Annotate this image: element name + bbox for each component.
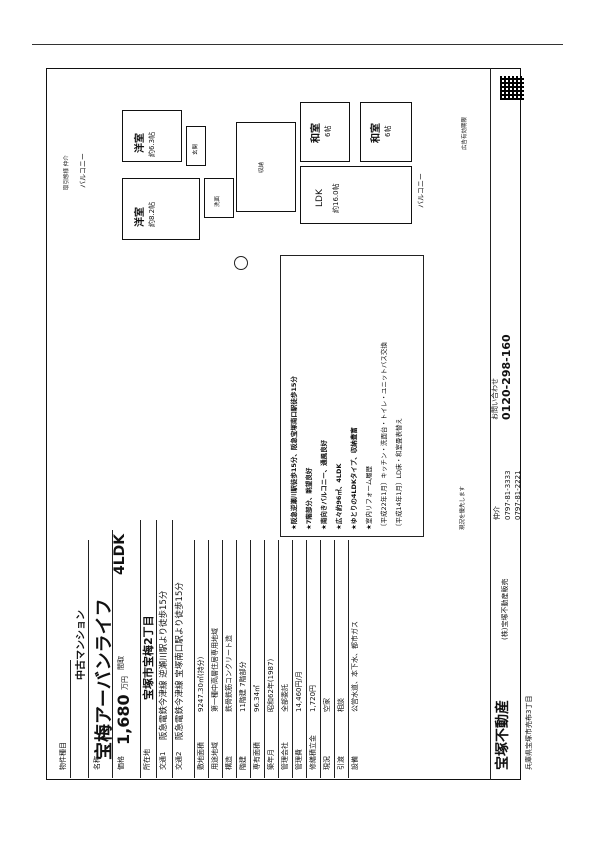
category-label: 物件種目 bbox=[59, 742, 67, 770]
ad-expiry-tag: 広告有効期限 bbox=[462, 116, 468, 150]
company-block bbox=[490, 68, 531, 780]
spec-row-divider bbox=[348, 540, 349, 778]
company-license: (株)宝塚不動産販売 bbox=[501, 578, 509, 640]
spec-value: 昭和62年(1987) bbox=[267, 658, 275, 712]
spec-label: 専有面積 bbox=[253, 742, 261, 770]
feature-item: ★7階部分、眺望良好 bbox=[305, 467, 313, 530]
spec-label: 現況 bbox=[323, 756, 331, 770]
spec-row-divider bbox=[222, 540, 223, 778]
compass-icon bbox=[234, 256, 248, 270]
company-fax: 0797-81-2221 bbox=[514, 470, 522, 520]
property-name: 宝梅アーバンライフ bbox=[94, 598, 115, 760]
trade-tag: 取引態様 仲介 bbox=[64, 155, 70, 190]
corridor: 収納 bbox=[236, 122, 296, 212]
type-label: 中古マンション bbox=[76, 610, 87, 680]
balcony-left-label: バルコニー bbox=[79, 153, 87, 188]
spec-label: 階建 bbox=[239, 756, 247, 770]
wash-label: 洗面 bbox=[215, 195, 221, 207]
contact-label: お問い合わせ bbox=[491, 378, 499, 420]
feature-item: ★ゆとりの4LDKタイプ、収納豊富 bbox=[350, 427, 358, 530]
company-address: 兵庫県宝塚市売布3丁目 bbox=[525, 695, 533, 770]
free-dial: 0120-298-160 bbox=[500, 334, 513, 420]
layout-value: 4LDK bbox=[112, 533, 128, 575]
company-name: 宝塚不動産 bbox=[495, 700, 511, 770]
spec-label: 管理会社 bbox=[281, 742, 289, 770]
spec-label: 設備 bbox=[351, 756, 359, 770]
price-unit: 万円 bbox=[121, 676, 129, 690]
spec-row-divider bbox=[194, 540, 195, 778]
spec-value: 第一種中高層住居専用地域 bbox=[211, 628, 219, 712]
top-rule bbox=[32, 44, 563, 45]
spec-row-divider bbox=[334, 540, 335, 778]
footer-note: 現況を優先します bbox=[460, 485, 466, 530]
price-value: 1,680 bbox=[114, 694, 133, 745]
spec-label: 敷地面積 bbox=[197, 742, 205, 770]
feature-item: ★阪急逆瀬川駅徒歩15分、阪急宝塚南口駅徒歩15分 bbox=[290, 376, 298, 530]
feature-item: ★室内リフォーム履歴 bbox=[365, 465, 373, 530]
trade-mode: 仲介 bbox=[493, 506, 501, 520]
feature-item: 〔平成14年1月〕LD床・和室畳表替え bbox=[395, 417, 403, 530]
qr-code-icon bbox=[500, 76, 524, 100]
address-value: 宝塚市宝梅2丁目 bbox=[142, 615, 155, 700]
room-yoshitsu-2-size: 約8.2帖 bbox=[148, 201, 156, 227]
traffic1-label: 交通1 bbox=[159, 751, 167, 770]
room-washitsu-1-size: 6帖 bbox=[324, 125, 332, 137]
spec-row-divider bbox=[278, 540, 279, 778]
room-washitsu-2-size: 6帖 bbox=[384, 125, 392, 137]
spec-row-divider bbox=[306, 540, 307, 778]
traffic2-label: 交通2 bbox=[175, 751, 183, 770]
spec-row-divider bbox=[250, 540, 251, 778]
room-yoshitsu-2: 洋室 約8.2帖 bbox=[122, 178, 200, 240]
spec-value: 相談 bbox=[337, 698, 345, 712]
spec-label: 築年月 bbox=[267, 749, 275, 770]
spec-value: 鉄骨鉄筋コンクリート造 bbox=[225, 635, 233, 712]
room-washitsu-1: 和室 6帖 bbox=[300, 102, 350, 162]
spec-value: 9247.30㎡(持分) bbox=[197, 656, 205, 712]
room-washitsu-2: 和室 6帖 bbox=[360, 102, 412, 162]
spec-value: 11階建 7階部分 bbox=[239, 661, 247, 712]
spec-value: 96.34㎡ bbox=[253, 684, 261, 712]
feature-item: ★広々約96㎡、4LDK bbox=[335, 463, 343, 530]
spec-value: 公営水道、本下水、都市ガス bbox=[351, 621, 359, 712]
balcony-right-label: バルコニー bbox=[417, 173, 425, 208]
room-ldk: LDK 約16.0帖 bbox=[300, 166, 412, 224]
room-ldk-size: 約16.0帖 bbox=[332, 183, 340, 213]
room-ldk-label: LDK bbox=[315, 189, 325, 207]
storage-label: 収納 bbox=[259, 161, 265, 173]
spec-row-divider bbox=[208, 540, 209, 778]
location-label: 所在地 bbox=[143, 749, 151, 770]
spec-value: 空家 bbox=[323, 698, 331, 712]
spec-row-divider bbox=[320, 540, 321, 778]
spec-value: 1,720円 bbox=[309, 684, 317, 712]
room-washitsu-1-label: 和室 bbox=[311, 123, 322, 143]
spec-row-divider bbox=[264, 540, 265, 778]
room-yoshitsu-1-label: 洋室 bbox=[135, 133, 146, 153]
spec-value: 全部委託 bbox=[281, 684, 289, 712]
access2: 阪急電鉄今津線 宝塚南口駅より徒歩15分 bbox=[175, 582, 185, 740]
entrance-label: 玄関 bbox=[193, 143, 199, 155]
feature-item: 〔平成22年1月〕キッチン・洗面台・トイレ・ユニットバス交換 bbox=[380, 342, 388, 530]
flyer-sheet bbox=[46, 68, 521, 780]
feature-box bbox=[280, 255, 424, 537]
spec-label: 修繕積立金 bbox=[309, 735, 317, 770]
room-yoshitsu-1: 洋室 約6.3帖 bbox=[122, 110, 182, 162]
spec-label: 用途地域 bbox=[211, 742, 219, 770]
spec-value: 14,460円/月 bbox=[295, 671, 303, 712]
floor-plan: バルコニー バルコニー 洋室 約6.3帖 洋室 約8.2帖 玄関 洗面 収納 和… bbox=[64, 78, 464, 270]
price-label: 価格 bbox=[117, 756, 125, 770]
room-yoshitsu-1-size: 約6.3帖 bbox=[148, 131, 156, 157]
room-yoshitsu-2-label: 洋室 bbox=[135, 207, 146, 227]
spec-label: 構造 bbox=[225, 756, 233, 770]
feature-item: ★南向きバルコニー、通風良好 bbox=[320, 439, 328, 530]
company-tel: 0797-81-3333 bbox=[504, 470, 512, 520]
spec-row-divider bbox=[292, 540, 293, 778]
room-wash: 洗面 bbox=[204, 178, 234, 218]
access1: 阪急電鉄今津線 逆瀬川駅より徒歩15分 bbox=[159, 590, 169, 740]
layout-label: 間取 bbox=[117, 656, 125, 670]
spec-label: 引渡 bbox=[337, 756, 345, 770]
room-washitsu-2-label: 和室 bbox=[371, 123, 382, 143]
spec-label: 管理費 bbox=[295, 749, 303, 770]
spec-row-divider bbox=[236, 540, 237, 778]
room-entrance: 玄関 bbox=[186, 126, 206, 166]
